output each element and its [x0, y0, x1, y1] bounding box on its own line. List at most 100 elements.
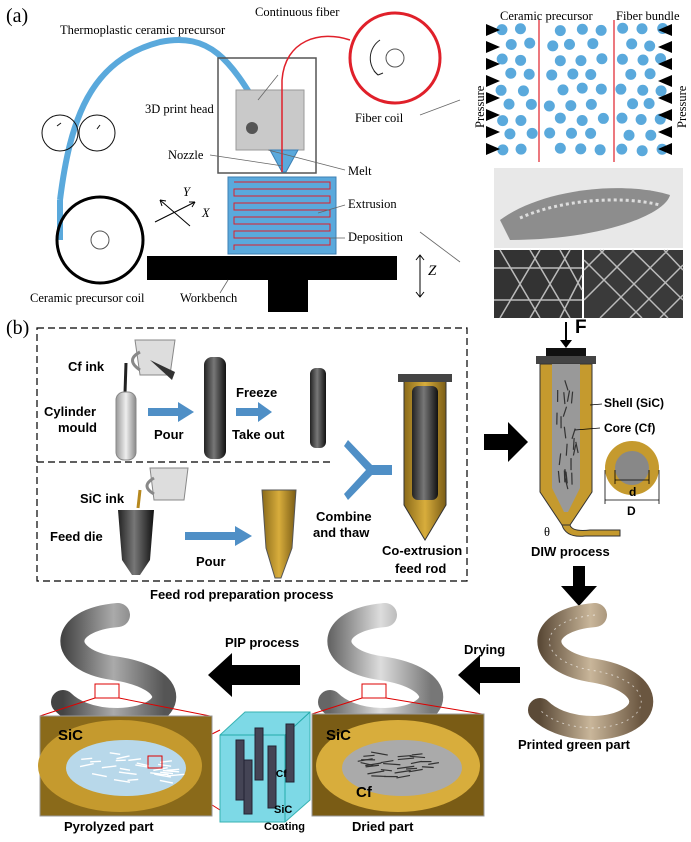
short-fiber	[558, 453, 562, 466]
pour-1-label: Pour	[154, 427, 184, 442]
pressure-arrow-left	[486, 126, 500, 138]
carbon-fiber	[159, 779, 174, 784]
diw-syringe	[536, 322, 621, 537]
precursor-particle	[515, 114, 527, 126]
precursor-particle	[636, 23, 648, 35]
carbon-fiber	[380, 768, 392, 772]
core-label: Core (Cf)	[604, 421, 656, 435]
combine-label: Combine	[316, 509, 372, 524]
printed-green-part	[528, 603, 654, 741]
sic-coated-fiber-cube	[219, 711, 311, 823]
precursor-particle	[596, 53, 608, 65]
and-thaw-label: and thaw	[313, 525, 370, 540]
fiber-coil	[348, 11, 442, 105]
carbon-fiber	[91, 773, 107, 778]
z-axis-label: Z	[428, 263, 437, 279]
short-fiber	[564, 380, 569, 391]
precursor-particle	[637, 84, 649, 96]
carbon-fiber	[166, 773, 185, 777]
short-fiber	[565, 443, 568, 456]
pressure-arrow-right	[658, 58, 672, 70]
precursor-particle	[497, 144, 509, 156]
pressure-arrow-left	[486, 109, 500, 121]
carbon-fiber	[166, 768, 180, 771]
precursor-particle	[517, 85, 529, 97]
pressure-arrow-right	[658, 24, 672, 36]
print-head-frame	[217, 57, 317, 174]
cylinder-label: Cylinder	[44, 404, 97, 419]
precursor-particle	[617, 22, 629, 34]
carbon-fiber	[383, 762, 401, 766]
precursor-particle	[616, 112, 628, 124]
pip-arrow	[208, 653, 300, 697]
precursor-particle	[547, 40, 559, 52]
print-head-block	[235, 89, 305, 151]
precursor-particle	[576, 114, 588, 126]
freeze-arrow	[236, 402, 272, 422]
fiber-serpentine	[233, 181, 331, 250]
print-head-label: 3D print head	[145, 102, 214, 116]
ceramic-precursor-label: Ceramic precursor	[500, 9, 593, 23]
x-axis-label: X	[202, 206, 210, 220]
pressure-arrow-left	[486, 143, 500, 155]
carbon-fiber	[397, 754, 412, 758]
drying-label: Drying	[464, 642, 506, 657]
precursor-particle	[576, 23, 588, 35]
fiber-bundle-label: Fiber bundle	[616, 9, 680, 23]
sic-ink-label: SiC ink	[80, 491, 125, 506]
precursor-particle	[515, 54, 527, 66]
pressure-arrow-right	[658, 126, 672, 138]
precursor-particle	[505, 38, 517, 50]
precursor-particle	[524, 37, 536, 49]
precursor-particle	[495, 84, 507, 96]
carbon-fiber	[128, 758, 142, 762]
take-out-label: Take out	[232, 427, 285, 442]
pressure-arrow-left	[486, 41, 500, 53]
precursor-particle	[503, 98, 515, 110]
sic-label-dried: SiC	[326, 727, 352, 744]
continuous-fiber-label: Continuous fiber	[255, 5, 340, 19]
pip-label: PIP process	[225, 635, 300, 650]
precursor-particle	[504, 128, 516, 140]
precursor-particle	[515, 143, 527, 155]
sic-coating-label-2: Coating	[264, 821, 305, 833]
cf-label-dried: Cf	[356, 784, 372, 801]
lattice-pattern	[494, 249, 684, 319]
guide-roller-right	[78, 114, 116, 152]
precursor-particle	[655, 53, 667, 65]
feed-die	[118, 510, 154, 575]
diw-label: DIW process	[531, 544, 610, 559]
short-fiber	[564, 468, 568, 481]
pressure-arrow-left	[486, 58, 500, 70]
carbon-fiber	[410, 760, 422, 765]
precursor-particle	[645, 129, 657, 141]
pour-arrow-2	[185, 526, 252, 546]
carbon-fiber	[118, 771, 137, 776]
leader-lines	[209, 74, 461, 294]
guide-roller-left	[41, 114, 79, 152]
workbench-stem	[268, 278, 308, 312]
pressure-arrow-right	[658, 92, 672, 104]
pressure-arrow-left	[486, 92, 500, 104]
pressure-arrow-right	[658, 109, 672, 121]
precursor-particle	[567, 68, 579, 80]
precursor-particle	[557, 84, 569, 96]
nozzle-label: Nozzle	[168, 148, 204, 162]
precursor-particle	[496, 53, 508, 65]
precursor-particle	[635, 113, 647, 125]
shell-label: Shell (SiC)	[604, 396, 665, 410]
carbon-fiber	[116, 755, 130, 760]
carbon-fiber	[371, 775, 386, 778]
carbon-fiber	[394, 769, 411, 774]
carbon-fiber	[150, 772, 162, 775]
precursor-particle	[623, 129, 635, 141]
precursor-particle	[543, 100, 555, 112]
short-fiber	[572, 437, 575, 450]
pressure-arrow-right	[658, 143, 672, 155]
y-axis-label: Y	[183, 185, 190, 199]
cf-ink-label: Cf ink	[68, 359, 105, 374]
sic-coating-label-1: SiC	[274, 804, 293, 816]
panel-a-label: (a)	[6, 5, 29, 27]
carbon-fiber	[421, 766, 434, 769]
short-fiber	[557, 470, 561, 483]
